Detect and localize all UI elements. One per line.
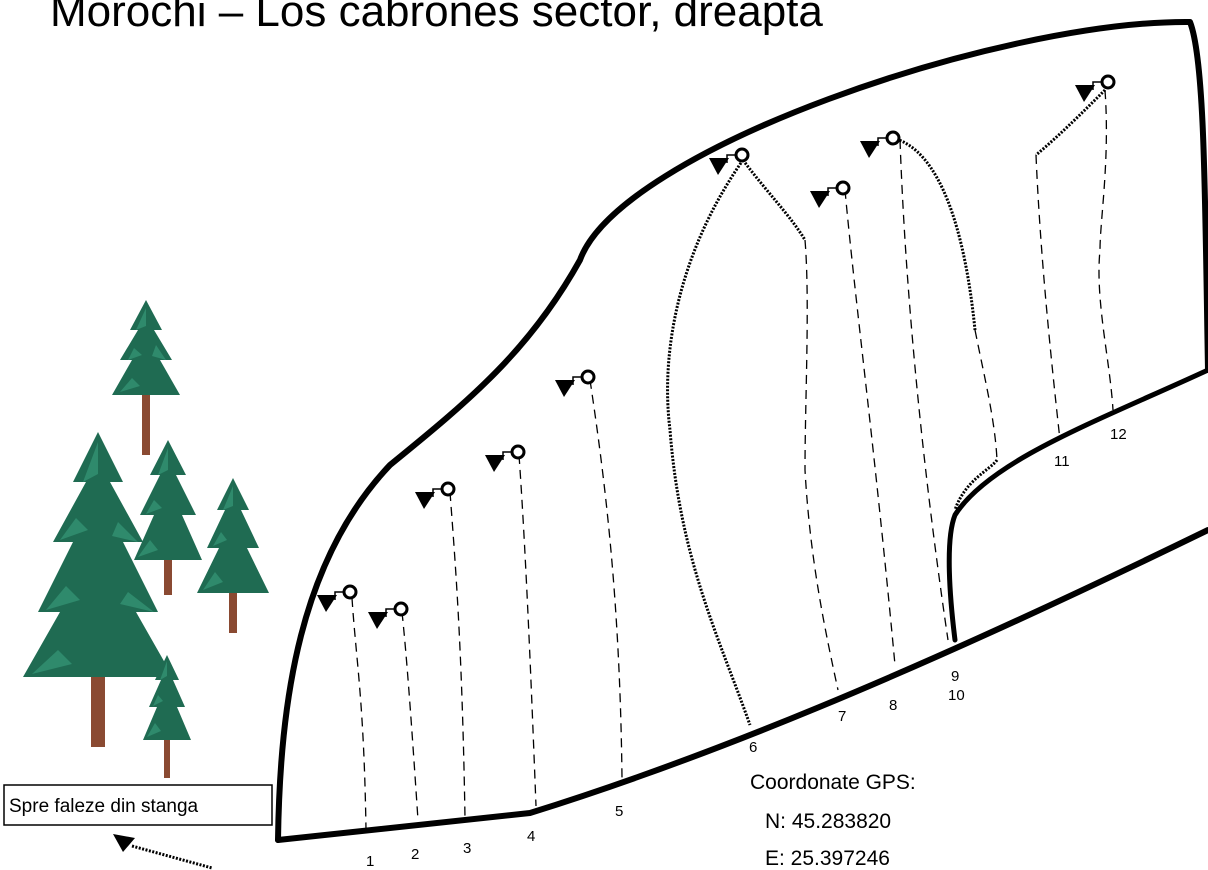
pine-tree-icon — [112, 300, 180, 455]
route-number-5: 5 — [615, 803, 623, 820]
route-number-7: 7 — [838, 708, 846, 725]
rock-ledge-outline — [946, 367, 1208, 643]
route-line-4 — [518, 454, 537, 807]
gps-coordinates: Coordonate GPS: N: 45.283820 E: 25.39724… — [750, 771, 916, 870]
route-number-11: 11 — [1054, 453, 1070, 470]
routes — [351, 88, 1114, 831]
route-number-12: 12 — [1110, 426, 1127, 443]
route-number-4: 4 — [527, 828, 535, 845]
route-number-8: 8 — [889, 697, 897, 714]
route-number-2: 2 — [411, 846, 419, 863]
anchor-icon — [415, 481, 456, 509]
route-line-9 — [899, 139, 949, 641]
route-line-11a — [1035, 88, 1107, 157]
direction-sign: Spre faleze din stanga — [3, 784, 273, 870]
pine-tree-icon — [134, 440, 202, 595]
route-line-1 — [351, 597, 367, 831]
pine-tree-icon — [197, 478, 269, 633]
route-line-10b — [974, 329, 998, 461]
rock-base-line — [275, 527, 1208, 843]
gps-east: E: 25.397246 — [765, 847, 890, 870]
anchor-icon — [709, 147, 750, 175]
route-number-10: 10 — [948, 687, 965, 704]
route-numbers: 1 2 3 4 5 6 7 8 9 10 11 12 — [366, 426, 1127, 870]
route-line-10c — [953, 459, 999, 511]
route-number-6: 6 — [749, 739, 757, 756]
anchor-icon — [810, 180, 851, 208]
route-line-6b — [741, 159, 807, 241]
route-number-1: 1 — [366, 853, 374, 870]
direction-label: Spre faleze din stanga — [9, 796, 199, 817]
route-line-11b — [1035, 154, 1061, 441]
route-number-9: 9 — [951, 668, 959, 685]
anchor-icon — [1075, 74, 1116, 102]
pine-tree-icon — [143, 655, 191, 778]
route-line-7 — [804, 239, 839, 691]
rock-face-outline — [275, 18, 1208, 843]
anchor-icon — [317, 584, 358, 612]
direction-sign-box — [3, 784, 273, 826]
route-line-12 — [1098, 89, 1114, 411]
anchor-icon — [485, 444, 526, 472]
gps-north: N: 45.283820 — [765, 810, 891, 833]
pine-tree-icon — [23, 432, 173, 747]
route-anchors — [317, 74, 1116, 629]
direction-arrow-icon — [113, 834, 135, 852]
route-line-6a — [666, 159, 752, 726]
gps-heading: Coordonate GPS: — [750, 771, 916, 794]
route-number-3: 3 — [463, 840, 471, 857]
topo-title: Morochi – Los cabrones sector, dreapta — [50, 0, 823, 36]
route-line-5 — [589, 379, 623, 779]
trees — [23, 300, 269, 778]
route-line-2 — [401, 611, 419, 821]
route-line-8 — [844, 189, 896, 666]
anchor-icon — [368, 601, 409, 629]
anchor-icon — [860, 130, 901, 158]
direction-trail — [131, 844, 213, 870]
anchor-icon — [555, 369, 596, 397]
route-line-3 — [449, 491, 466, 819]
route-line-10a — [892, 136, 977, 331]
